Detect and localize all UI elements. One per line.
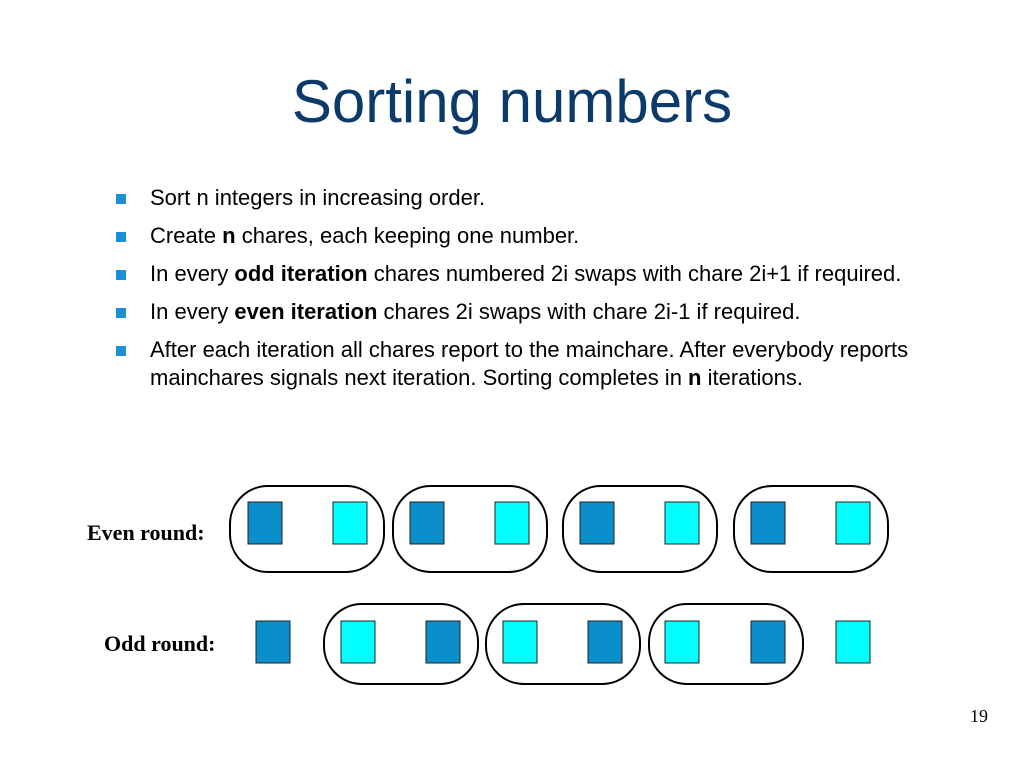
- bullet-item: After each iteration all chares report t…: [108, 336, 1008, 392]
- chare-square-dark: [247, 501, 283, 545]
- chare-square-dark: [425, 620, 461, 664]
- bullet-emphasis: even iteration: [234, 299, 378, 324]
- bullet-item: In every odd iteration chares numbered 2…: [108, 260, 1008, 288]
- chare-pair-group: [485, 603, 641, 685]
- bullet-item: In every even iteration chares 2i swaps …: [108, 298, 1008, 326]
- bullet-text: iterations.: [701, 365, 803, 390]
- chare-square-light: [340, 620, 376, 664]
- chare-square-dark: [255, 620, 291, 664]
- chare-square-dark: [409, 501, 445, 545]
- square-bullet-icon: [116, 232, 126, 242]
- bullet-emphasis: odd iteration: [234, 261, 368, 286]
- chare-square-dark: [579, 501, 615, 545]
- bullet-item: Sort n integers in increasing order.: [108, 184, 1008, 212]
- odd-round-row: [255, 603, 871, 685]
- chare-pair-group: [323, 603, 479, 685]
- square-bullet-icon: [116, 270, 126, 280]
- chare-square-dark: [750, 501, 786, 545]
- bullet-text: chares 2i swaps with chare 2i-1 if requi…: [377, 299, 801, 324]
- bullet-text: Sort n integers in increasing order.: [150, 185, 486, 210]
- chare-pair-group: [229, 485, 385, 573]
- chare-square-light: [835, 501, 871, 545]
- chare-square-light: [502, 620, 538, 664]
- even-round-row: [229, 485, 889, 573]
- bullet-item: Create n chares, each keeping one number…: [108, 222, 1008, 250]
- bullet-emphasis: n: [688, 365, 702, 390]
- bullet-text: chares, each keeping one number.: [235, 223, 580, 248]
- chare-pair-group: [392, 485, 548, 573]
- chare-square-light: [664, 501, 700, 545]
- odd-round-label: Odd round:: [104, 631, 216, 656]
- square-bullet-icon: [116, 308, 126, 318]
- chare-square-dark: [587, 620, 623, 664]
- chare-pair-group: [562, 485, 718, 573]
- bullet-emphasis: n: [222, 223, 236, 248]
- square-bullet-icon: [116, 346, 126, 356]
- even-round-label: Even round:: [87, 520, 205, 545]
- bullet-text: After each iteration all chares report t…: [150, 337, 909, 390]
- slide-title: Sorting numbers: [291, 68, 733, 135]
- bullet-text: chares numbered 2i swaps with chare 2i+1…: [367, 261, 902, 286]
- chare-square-light: [664, 620, 700, 664]
- square-bullet-icon: [116, 194, 126, 204]
- chare-square-light: [494, 501, 530, 545]
- chare-square-dark: [750, 620, 786, 664]
- bullet-list: Sort n integers in increasing order. Crea…: [108, 184, 1008, 402]
- bullet-text: In every: [150, 261, 235, 286]
- page-number: 19: [970, 706, 988, 726]
- bullet-text: Create: [150, 223, 223, 248]
- chare-square-light: [332, 501, 368, 545]
- bullet-text: In every: [150, 299, 235, 324]
- chare-pair-group: [648, 603, 804, 685]
- chare-pair-group: [733, 485, 889, 573]
- chare-square-light: [835, 620, 871, 664]
